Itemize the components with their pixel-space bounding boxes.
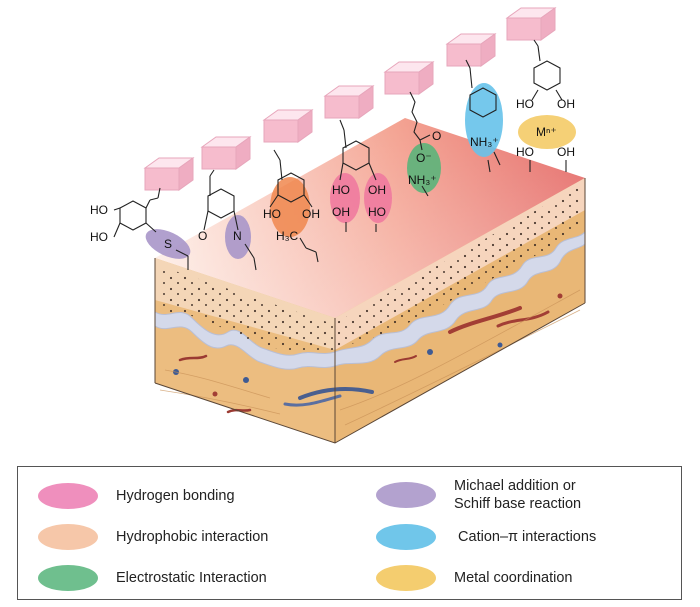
legend-item-electrostatic: Electrostatic Interaction (38, 565, 267, 591)
hbond-ellipse-1 (330, 173, 360, 223)
legend-item-metal-coordination: Metal coordination (376, 565, 573, 591)
chemical-structures (113, 39, 567, 271)
metal-coordination-swatch (376, 565, 436, 591)
electrostatic-cation: NH₃⁺ (408, 173, 437, 187)
electrostatic-ellipse (407, 143, 441, 193)
electrostatic-swatch (38, 565, 98, 591)
hbond-oh-1: OH (368, 183, 386, 197)
legend-label: Hydrogen bonding (116, 488, 235, 504)
metal-ellipse (518, 115, 576, 149)
hbond-ho-2: HO (368, 205, 386, 219)
hbond-oh-2: OH (332, 205, 350, 219)
catechol-oh-bottom: HO (90, 230, 108, 244)
cation-pi-nh3: NH₃⁺ (470, 135, 499, 149)
hydrophobic-ellipse (270, 177, 310, 237)
metal-ho: HO (516, 97, 534, 111)
legend-item-cation-pi: Cation–π interactions (376, 524, 596, 550)
chemical-labels: HO HO S O N HO OH H₃C HO OH OH HO O O⁻ N… (90, 97, 575, 251)
hbond-ho-1: HO (332, 183, 350, 197)
tissue-adhesion-diagram: HO HO S O N HO OH H₃C HO OH OH HO O O⁻ N… (90, 7, 586, 444)
michael-schiff-swatch (376, 482, 436, 508)
hydrophobic-ch3: H₃C (276, 229, 299, 243)
hydrogen-bonding-swatch (38, 483, 98, 509)
legend-label: Electrostatic Interaction (116, 570, 267, 586)
metal-oh: OH (557, 97, 575, 111)
schiff-ellipse (225, 215, 251, 259)
cation-pi-ellipse (465, 83, 503, 157)
schiff-oxygen: O (198, 229, 207, 243)
catechol-oh-top: HO (90, 203, 108, 217)
legend-item-hydrogen-bonding: Hydrogen bonding (38, 483, 235, 509)
electrostatic-anion: O⁻ (416, 151, 432, 165)
hbond-ellipse-2 (364, 173, 392, 223)
legend-label: Michael addition or Schiff base reaction (454, 478, 582, 512)
legend-box: Hydrogen bonding Hydrophobic interaction… (17, 466, 682, 600)
schiff-nitrogen: N (233, 229, 242, 243)
metal-ion: Mⁿ⁺ (536, 125, 557, 139)
hydrophobic-oh: OH (302, 207, 320, 221)
legend-label: Hydrophobic interaction (116, 529, 269, 545)
legend-item-hydrophobic: Hydrophobic interaction (38, 524, 268, 550)
hydrophobic-ho: HO (263, 207, 281, 221)
michael-sulfur: S (164, 237, 172, 251)
hydrophobic-swatch (38, 524, 98, 550)
legend-label: Cation–π interactions (454, 529, 597, 545)
metal-ho-2: HO (516, 145, 534, 159)
electrostatic-carbonyl-o: O (432, 129, 441, 143)
metal-oh-2: OH (557, 145, 575, 159)
legend-label: Metal coordination (454, 570, 573, 586)
cation-pi-swatch (376, 524, 436, 550)
legend-item-michael-schiff: Michael addition or Schiff base reaction (376, 477, 581, 513)
